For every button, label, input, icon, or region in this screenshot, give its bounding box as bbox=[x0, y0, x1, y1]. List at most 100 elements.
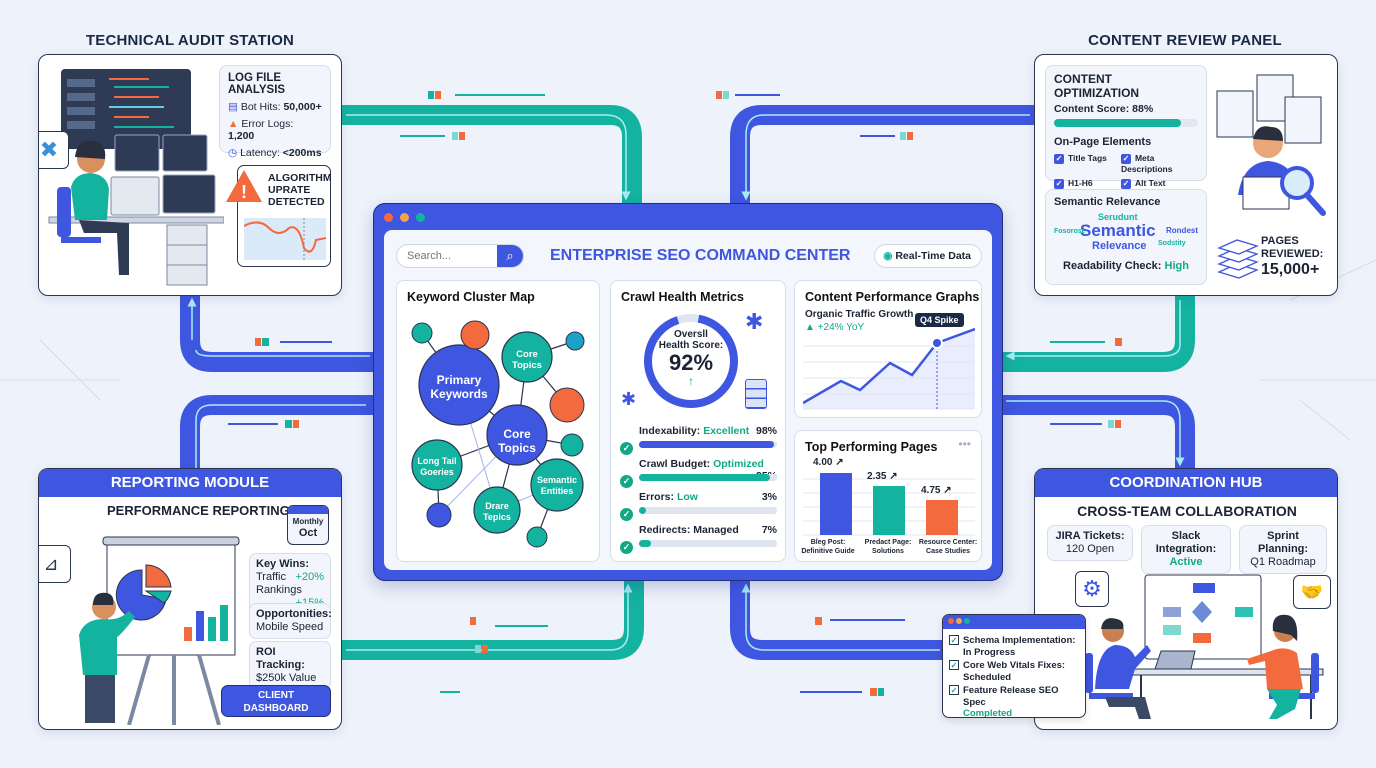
clock-icon: ◷ bbox=[228, 147, 238, 159]
page-title: ENTERPRISE SEO COMMAND CENTER bbox=[550, 247, 851, 264]
traffic-subtitle: Organic Traffic Growth bbox=[805, 309, 914, 320]
coordination-header: COORDINATION HUB bbox=[1035, 469, 1337, 497]
performance-heading: Content Performance Graphs bbox=[805, 290, 980, 304]
realtime-data-badge[interactable]: ◉ Real-Time Data bbox=[874, 244, 982, 268]
content-review-title: CONTENT REVIEW PANEL bbox=[1088, 32, 1282, 49]
search-icon: ⌕ bbox=[506, 248, 514, 263]
search-button[interactable]: ⌕ bbox=[497, 245, 523, 267]
content-score-bar bbox=[1054, 119, 1198, 127]
log-row-error-logs: ▲ Error Logs: 1,200 bbox=[228, 118, 294, 142]
spider-icon: ✱ bbox=[621, 389, 637, 409]
alert-line-3: DETECTED bbox=[268, 196, 325, 208]
bar-value-blog: 4.00 ↗ bbox=[813, 457, 844, 468]
alert-warning-icon: ! bbox=[226, 170, 262, 202]
content-reviewer-illustration bbox=[1216, 74, 1326, 216]
top-pages-heading: Top Performing Pages bbox=[805, 440, 938, 454]
more-options-button[interactable]: ••• bbox=[958, 437, 971, 451]
check-icon: ✓ bbox=[620, 442, 633, 455]
performance-reporting-title: PERFORMANCE REPORTING bbox=[107, 503, 290, 518]
keyword-map-heading: Keyword Cluster Map bbox=[407, 290, 535, 304]
content-performance-card: Content Performance Graphs Organic Traff… bbox=[794, 280, 982, 418]
window-maximize-dot[interactable] bbox=[416, 213, 425, 222]
crawl-heading: Crawl Health Metrics bbox=[621, 290, 744, 304]
q4-spike-tooltip: Q4 Spike bbox=[915, 313, 964, 327]
semantic-heading: Semantic Relevance bbox=[1054, 196, 1161, 208]
log-analysis-heading: LOG FILE ANALYSIS bbox=[228, 72, 286, 96]
roi-tracking-card: ROI Tracking: $250k Value bbox=[249, 641, 331, 690]
top-pages-bars-grid bbox=[803, 473, 975, 536]
command-center-window: ⌕ ENTERPRISE SEO COMMAND CENTER ◉ Real-T… bbox=[373, 203, 1003, 581]
alert-line-2: UPRATE bbox=[268, 184, 311, 196]
slack-integration-card: Slack Integration:Active bbox=[1141, 525, 1231, 574]
wrench-screwdriver-icon: ✖ bbox=[39, 137, 59, 162]
technical-audit-panel: ✖ LOG FILE ANALYSIS ▤ Bot Hits: 50,000+ … bbox=[38, 54, 342, 296]
crawl-health-card: Crawl Health Metrics Oversll Health Scor… bbox=[610, 280, 786, 562]
jira-tickets-card: JIRA Tickets:120 Open bbox=[1047, 525, 1133, 561]
popup-maximize-dot[interactable] bbox=[964, 618, 970, 624]
presentation-board-icon: ⊿ bbox=[43, 554, 59, 574]
search-box[interactable]: ⌕ bbox=[396, 244, 524, 268]
check-icon: ✓ bbox=[620, 475, 633, 488]
client-dashboard-access-button[interactable]: CLIENT DASHBOARD ACCESS bbox=[221, 685, 331, 727]
server-rack-icon bbox=[745, 379, 767, 409]
tools-speech-bubble: ✖ bbox=[39, 131, 69, 169]
task-schema[interactable]: ✓Schema Implementation:In Progress bbox=[949, 635, 1076, 658]
node-primary-keywords[interactable]: Primary Keywords bbox=[430, 373, 488, 401]
word-cloud: Serudunt Semantic Rondest Relevance Sods… bbox=[1054, 212, 1198, 252]
gear-icon: ⚙ bbox=[1082, 576, 1102, 601]
search-input[interactable] bbox=[397, 245, 497, 267]
algorithm-alert-card: ALGORITHM UPRATE DETECTED bbox=[237, 165, 332, 267]
team-meeting-illustration bbox=[1085, 574, 1324, 719]
bar-label-resource: Resource Center:Case Studies bbox=[918, 539, 978, 555]
log-file-analysis-card: LOG FILE ANALYSIS ▤ Bot Hits: 50,000+ ▲ … bbox=[219, 65, 331, 159]
algorithm-trend-chart bbox=[244, 218, 326, 260]
metric-crawl-budget: ✓ Crawl Budget: Optimized95% bbox=[620, 458, 777, 488]
popup-minimize-dot[interactable] bbox=[956, 618, 962, 624]
window-minimize-dot[interactable] bbox=[400, 213, 409, 222]
keyword-cluster-map-card: Keyword Cluster Map bbox=[396, 280, 600, 562]
checkbox-title-tags[interactable]: ✓Title Tags bbox=[1054, 153, 1107, 164]
server-icon: ▤ bbox=[228, 101, 238, 113]
svg-text:!: ! bbox=[241, 182, 247, 202]
seo-tasks-window: ✓Schema Implementation:In Progress ✓Core… bbox=[942, 614, 1086, 718]
content-optimization-card: CONTENT OPTIMIZATION Content Score: 88% … bbox=[1045, 65, 1207, 199]
up-arrow-icon: ↑ bbox=[688, 374, 694, 388]
top-pages-card: Top Performing Pages ••• 4.00 ↗ 2.35 ↗ 4… bbox=[794, 430, 982, 562]
traffic-growth: ▲ +24% YoY bbox=[805, 322, 865, 333]
bar-value-product: 2.35 ↗ bbox=[867, 471, 898, 482]
log-row-bot-hits: ▤ Bot Hits: 50,000+ bbox=[228, 101, 322, 113]
bar-label-blog: Bleg Post:Definitive Guide bbox=[801, 539, 855, 555]
keyword-cluster-graph bbox=[411, 320, 585, 548]
check-icon: ✓ bbox=[620, 541, 633, 554]
collaboration-title: CROSS-TEAM COLLABORATION bbox=[1077, 503, 1297, 519]
node-core-topics-small[interactable]: Core Topics bbox=[512, 349, 542, 371]
semantic-relevance-card: Semantic Relevance Serudunt Semantic Ron… bbox=[1045, 189, 1207, 285]
health-score-gauge bbox=[644, 314, 738, 408]
log-row-latency: ◷ Latency: <200ms bbox=[228, 147, 322, 159]
opportunities-card: Opportonities: Mobile Speed bbox=[249, 603, 332, 639]
node-drare-topics[interactable]: Drare Tepics bbox=[483, 501, 511, 522]
handshake-icon: 🤝 bbox=[1300, 582, 1324, 602]
pages-reviewed: PAGES REVIEWED: 15,000+ bbox=[1261, 235, 1324, 278]
warning-icon: ▲ bbox=[228, 118, 239, 130]
popup-close-dot[interactable] bbox=[948, 618, 954, 624]
task-core-web-vitals[interactable]: ✓Core Web Vitals Fixes:Scheduled bbox=[949, 660, 1066, 683]
settings-speech-bubble: ⚙ bbox=[1075, 571, 1109, 607]
optimization-heading: CONTENT OPTIMIZATION bbox=[1054, 72, 1140, 100]
spider-icon: ✱ bbox=[745, 309, 764, 334]
node-core-topics[interactable]: Core Topics bbox=[498, 427, 536, 455]
beacon-icon: ◉ bbox=[883, 250, 893, 262]
node-semantic-entities[interactable]: Semantic Entities bbox=[536, 475, 578, 496]
stack-of-pages-icon bbox=[1217, 239, 1259, 279]
checkbox-alt-text[interactable]: ✓Alt Text bbox=[1120, 177, 1166, 189]
checkbox-meta-descriptions[interactable]: ✓Meta Descriptions bbox=[1120, 153, 1173, 174]
sprint-planning-card: Sprint Planning:Q1 Roadmap bbox=[1239, 525, 1327, 574]
window-close-dot[interactable] bbox=[384, 213, 393, 222]
alert-line-1: ALGORITHM bbox=[268, 172, 332, 184]
node-long-tail[interactable]: Long Tail Goeries bbox=[417, 456, 457, 477]
presentation-speech-bubble: ⊿ bbox=[39, 545, 71, 583]
health-score-text: Oversll Health Score: 92% ↑ bbox=[641, 329, 741, 387]
